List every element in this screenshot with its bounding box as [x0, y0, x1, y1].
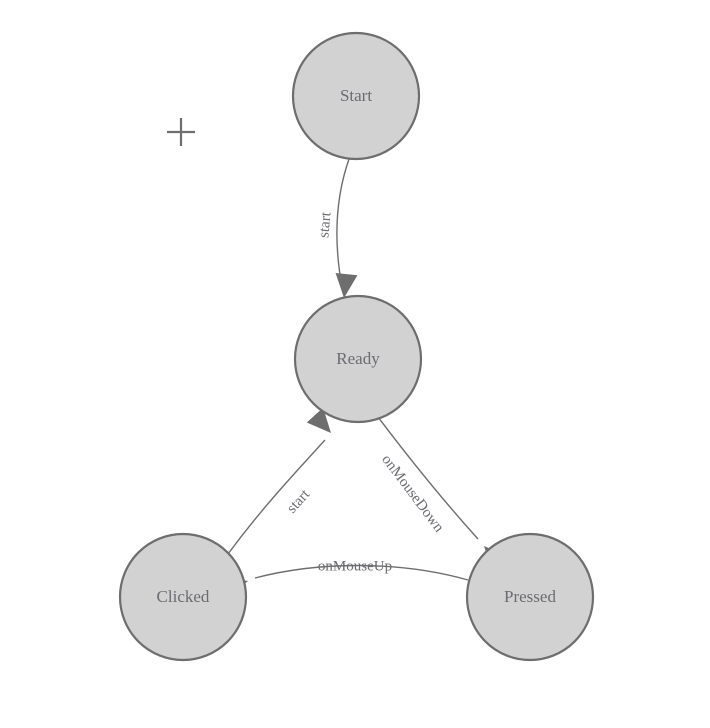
- node-circle-start[interactable]: [291, 31, 421, 161]
- edge-label-clicked-to-ready: start: [284, 486, 314, 517]
- node-label-clicked: Clicked: [157, 587, 210, 606]
- node-clicked[interactable]: Clicked: [118, 532, 248, 662]
- edge-label-start-to-ready: start: [316, 211, 334, 239]
- arrowhead-triangle: [306, 407, 331, 433]
- arrowhead-start-to-ready: [335, 272, 358, 298]
- edge-label-ready-to-pressed: onMouseDown: [378, 452, 447, 536]
- node-circle-pressed[interactable]: [465, 532, 595, 662]
- edge-pressed-to-clicked: [254, 564, 469, 581]
- node-ready[interactable]: Ready: [293, 294, 423, 424]
- node-start[interactable]: Start: [291, 31, 421, 161]
- edge-ready-to-pressed: [377, 416, 479, 540]
- node-label-pressed: Pressed: [504, 587, 556, 606]
- edge-clicked-to-ready: [227, 439, 326, 555]
- node-circle-ready[interactable]: [293, 294, 423, 424]
- node-label-ready: Ready: [336, 349, 380, 368]
- edge-start-to-ready: [336, 158, 350, 293]
- node-pressed[interactable]: Pressed: [465, 532, 595, 662]
- arrowhead-triangle: [335, 272, 358, 298]
- arrowhead-clicked-to-ready: [306, 407, 331, 433]
- edge-label-pressed-to-clicked: onMouseUp: [318, 558, 392, 574]
- node-circle-clicked[interactable]: [118, 532, 248, 662]
- node-label-start: Start: [340, 86, 372, 105]
- crosshair-marker[interactable]: [167, 118, 195, 146]
- markers-layer: [167, 118, 195, 146]
